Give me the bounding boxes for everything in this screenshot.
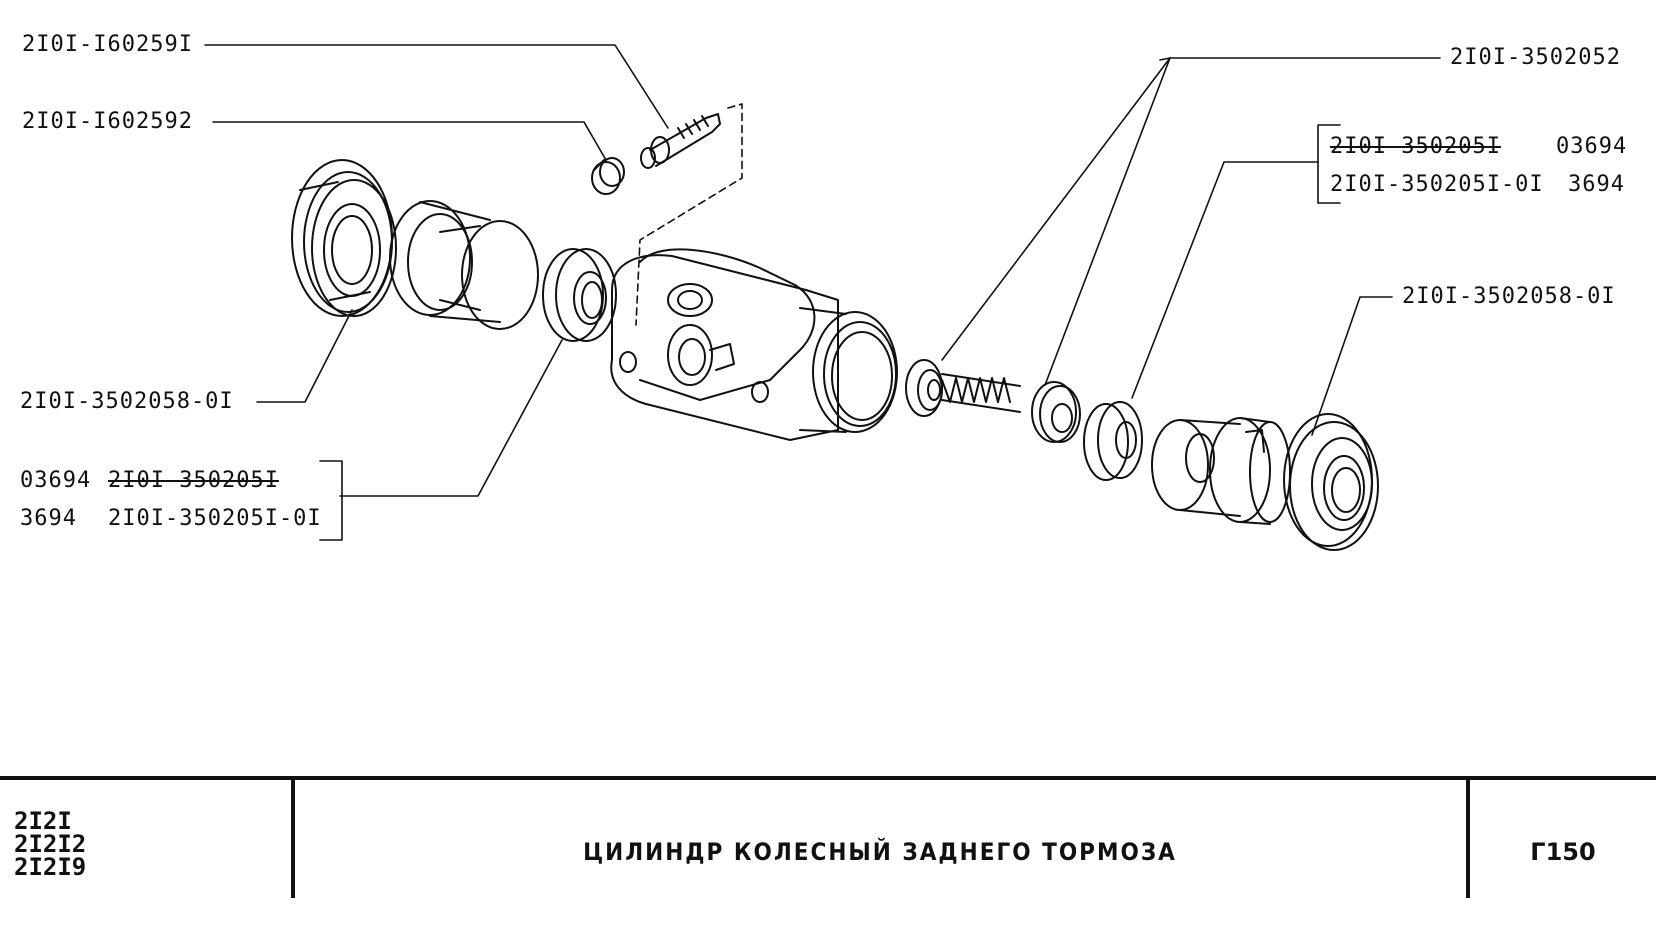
callout-seal-right-code-new: 3694 (1568, 172, 1625, 197)
callout-bleeder-screw: 2I0I-I60259I (22, 32, 193, 57)
callout-seal-left-part-new: 2I0I-350205I-0I (108, 506, 322, 531)
leader-spring-a (941, 57, 1171, 361)
bleeder-cap (591, 157, 625, 195)
leader-lines (204, 44, 1441, 541)
callout-seal-left-code-new: 3694 (20, 506, 77, 531)
leader-boot-left (256, 309, 353, 403)
title-block: 2I2I 2I2I2 2I2I9 ЦИЛИНДР КОЛЕСНЫЙ ЗАДНЕГ… (0, 776, 1656, 898)
exploded-view-drawing (204, 44, 1441, 551)
model-code: 2I2I2 (14, 830, 87, 858)
callout-boot-right: 2I0I-3502058-0I (1402, 284, 1616, 309)
callout-spring-assembly: 2I0I-3502052 (1450, 45, 1621, 70)
piston-right (1151, 417, 1291, 525)
callout-seal-right-part-old: 2I0I-350205I (1330, 134, 1501, 159)
leader-boot-right (1311, 296, 1393, 436)
title-block-divider-left (291, 780, 295, 898)
leader-seal-left (339, 339, 563, 497)
dust-boot-right (1283, 413, 1379, 551)
leader-seal-right (1131, 161, 1319, 399)
callout-boot-left: 2I0I-3502058-0I (20, 389, 234, 414)
drawing-title: ЦИЛИНДР КОЛЕСНЫЙ ЗАДНЕГО ТОРМОЗА (583, 838, 1177, 866)
page-number: Г150 (1530, 838, 1596, 866)
model-code: 2I2I9 (14, 853, 87, 881)
seal-cup-right (1083, 401, 1143, 481)
piston-left (389, 200, 539, 330)
spring-assembly (905, 359, 1081, 443)
title-block-divider-right (1466, 780, 1470, 898)
leader-bleeder-cap (212, 121, 607, 161)
callout-bleeder-cap: 2I0I-I602592 (22, 109, 193, 134)
leader-spring-b (1044, 57, 1171, 386)
seal-cup-left (542, 248, 617, 342)
bracket-seal-left (319, 460, 343, 541)
bracket-seal-right (1317, 124, 1341, 204)
model-code: 2I2I (14, 807, 72, 835)
callout-seal-left-part-old: 2I0I-350205I (108, 468, 279, 493)
leader-bleeder-screw (204, 44, 669, 129)
model-list: 2I2I 2I2I2 2I2I9 (14, 807, 87, 928)
callout-seal-right-part-new: 2I0I-350205I-0I (1330, 172, 1544, 197)
bleeder-screw (640, 113, 721, 169)
leader-spring-c (1159, 57, 1171, 61)
assembly-dashed-line (635, 103, 743, 326)
dust-boot-left (291, 159, 397, 317)
callout-seal-left-code-old: 03694 (20, 468, 92, 493)
cylinder-body (610, 248, 898, 441)
callout-seal-right-code-old: 03694 (1556, 134, 1628, 159)
